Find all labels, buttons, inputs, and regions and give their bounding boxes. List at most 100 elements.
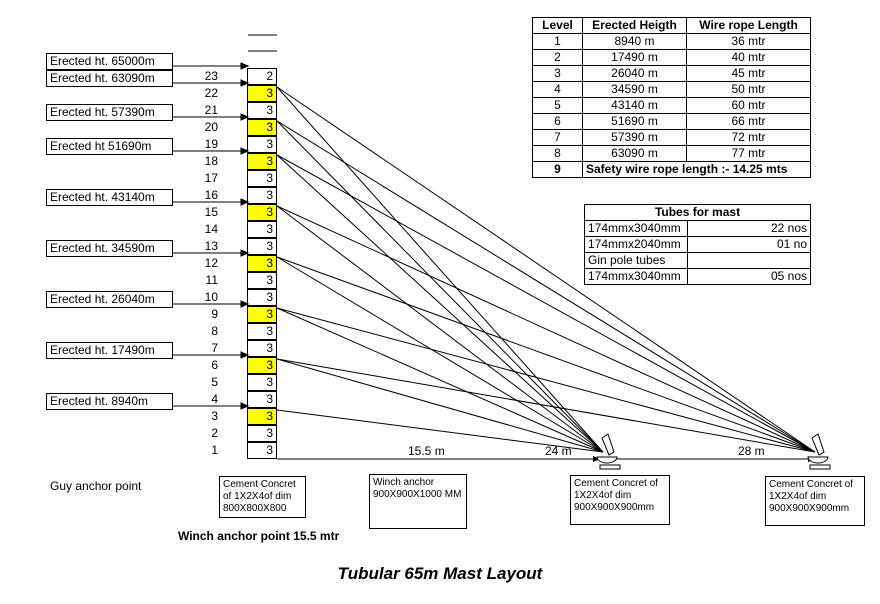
- wire-rope: [276, 358, 604, 453]
- pointer-arrow: [240, 79, 250, 87]
- section-number: 6: [211, 358, 218, 372]
- table-cell: 43140 m: [582, 97, 687, 114]
- section-number: 22: [204, 86, 218, 100]
- erected-height-label: Erected ht. 65000m: [46, 53, 173, 70]
- erected-height-label: Erected ht. 8940m: [46, 393, 173, 410]
- table-cell: [687, 252, 811, 269]
- header-level: Level: [532, 17, 583, 34]
- section-number: 3: [211, 409, 218, 423]
- section-number: 4: [211, 392, 218, 406]
- mast-segment: 3: [247, 391, 277, 408]
- table-cell: Safety wire rope length :- 14.25 mts: [582, 161, 811, 178]
- table-cell: 60 mtr: [686, 97, 811, 114]
- table-cell: 26040 m: [582, 65, 687, 82]
- table-cell: 40 mtr: [686, 49, 811, 66]
- table-cell: 174mmx3040mm: [584, 220, 688, 237]
- mast-segment: 3: [247, 374, 277, 391]
- section-number: 9: [211, 307, 218, 321]
- table-cell: 8940 m: [582, 33, 687, 50]
- mast-segment: 3: [247, 272, 277, 289]
- pointer-arrow: [240, 300, 250, 308]
- table-cell: 05 nos: [687, 268, 811, 285]
- table-cell: 66 mtr: [686, 113, 811, 130]
- section-number: 17: [204, 171, 218, 185]
- mast-segment: 2: [247, 68, 277, 85]
- table-cell: 1: [532, 33, 583, 50]
- table-row: Gin pole tubes: [584, 252, 811, 269]
- erected-height-label: Erected ht. 57390m: [46, 104, 173, 121]
- section-number: 12: [204, 256, 218, 270]
- mast-segment-guy-point: 3: [247, 357, 277, 374]
- mast-segment: 3: [247, 289, 277, 306]
- section-number: 11: [205, 273, 218, 287]
- table-cell: 9: [532, 161, 583, 178]
- table-cell: 4: [532, 81, 583, 98]
- mast-segment: 3: [247, 221, 277, 238]
- mast-segment: 3: [247, 340, 277, 357]
- box-line: 800X800X800: [223, 503, 287, 514]
- mast-segment-guy-point: 3: [247, 85, 277, 102]
- pointer-arrow: [240, 402, 250, 410]
- anchor-1-box: Cement Concret of 1X2X4of dim 900X900X90…: [570, 475, 670, 525]
- erected-height-label: Erected ht. 43140m: [46, 189, 173, 206]
- box-line: of 1X2X4of dim: [223, 491, 292, 502]
- box-line: Cement Concret: [223, 479, 296, 490]
- mast-segment-guy-point: 3: [247, 204, 277, 221]
- wire-rope: [276, 154, 604, 453]
- table-cell: 3: [532, 65, 583, 82]
- section-number: 19: [204, 137, 218, 151]
- mast-segment-guy-point: 3: [247, 306, 277, 323]
- section-number: 5: [211, 375, 218, 389]
- table-cell: 2: [532, 49, 583, 66]
- wire-rope: [276, 307, 816, 453]
- winch-anchor-box: Winch anchor 900X900X1000 MM: [369, 474, 467, 529]
- table-cell: 8: [532, 145, 583, 162]
- table-cell: 7: [532, 129, 583, 146]
- table-cell: Gin pole tubes: [584, 252, 688, 269]
- table-cell: 174mmx3040mm: [584, 268, 688, 285]
- wire-rope: [276, 256, 604, 453]
- section-number: 8: [211, 324, 218, 338]
- tubes-table-title: Tubes for mast: [584, 204, 811, 221]
- pointer-arrow: [240, 198, 250, 206]
- box-line: 1X2X4of dim: [769, 491, 827, 502]
- erected-height-label: Erected ht. 17490m: [46, 342, 173, 359]
- box-line: Cement Concret of: [574, 478, 658, 489]
- section-number: 10: [204, 290, 218, 304]
- anchor-1-icon: [596, 433, 621, 470]
- table-cell: 50 mtr: [686, 81, 811, 98]
- section-number: 1: [211, 443, 218, 457]
- mast-segment: 3: [247, 187, 277, 204]
- wire-rope: [276, 86, 604, 453]
- wire-rope: [276, 205, 604, 453]
- section-number: 2: [211, 426, 218, 440]
- section-number: 21: [204, 103, 218, 117]
- table-cell: 63090 m: [582, 145, 687, 162]
- wire-rope: [276, 120, 604, 453]
- section-number: 18: [204, 154, 218, 168]
- mast-segment-guy-point: 3: [247, 153, 277, 170]
- section-number: 16: [204, 188, 218, 202]
- erected-height-label: Erected ht. 26040m: [46, 291, 173, 308]
- mast-segment: 3: [247, 425, 277, 442]
- pointer-arrow: [240, 113, 250, 121]
- guy-anchor-label: Guy anchor point: [50, 479, 142, 493]
- box-line: 900X900X900mm: [574, 502, 655, 513]
- table-cell: 01 no: [687, 236, 811, 253]
- section-number: 13: [204, 239, 218, 253]
- ground-arrow: [593, 456, 600, 462]
- section-number: 20: [204, 120, 218, 134]
- guy-anchor-box: Cement Concret of 1X2X4of dim 800X800X80…: [219, 476, 306, 518]
- box-line: 1X2X4of dim: [574, 490, 632, 501]
